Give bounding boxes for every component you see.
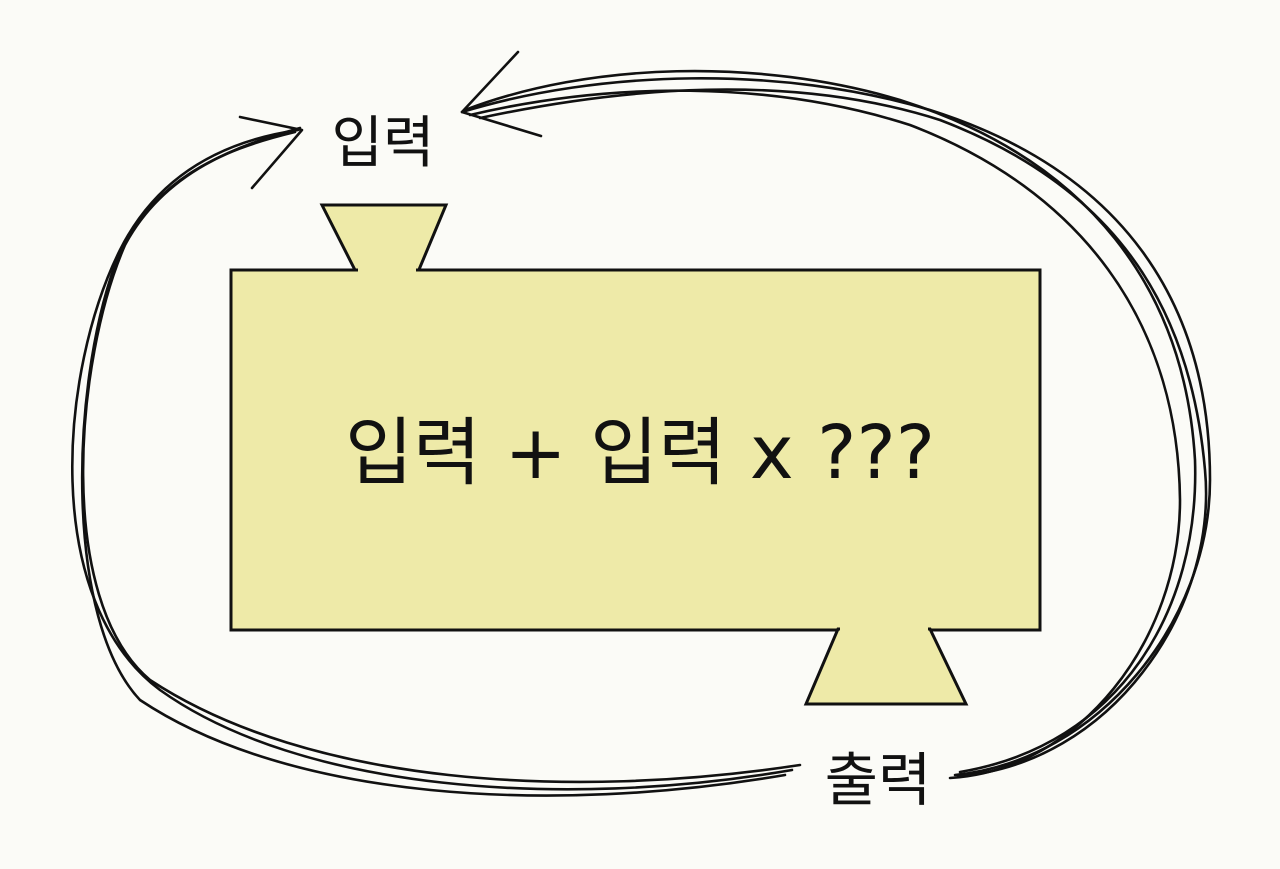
formula-text: 입력 + 입력 x ??? bbox=[345, 410, 935, 496]
output-label: 출력 bbox=[825, 746, 932, 814]
machine bbox=[229, 203, 1042, 706]
right-arrowhead bbox=[460, 50, 543, 138]
input-funnel bbox=[319, 203, 449, 274]
left-arrowhead bbox=[238, 115, 304, 190]
machine-box bbox=[229, 268, 1042, 632]
output-funnel bbox=[803, 627, 969, 706]
feedback-loop-arrows bbox=[71, 50, 1212, 797]
right-loop-stroke-4 bbox=[478, 88, 1208, 778]
input-label: 입력 bbox=[331, 111, 434, 176]
left-loop-stroke-1 bbox=[71, 128, 794, 791]
left-loop-stroke-3 bbox=[80, 130, 787, 797]
right-loop-stroke-1 bbox=[460, 77, 1212, 777]
right-loop-stroke-2 bbox=[463, 69, 1197, 774]
